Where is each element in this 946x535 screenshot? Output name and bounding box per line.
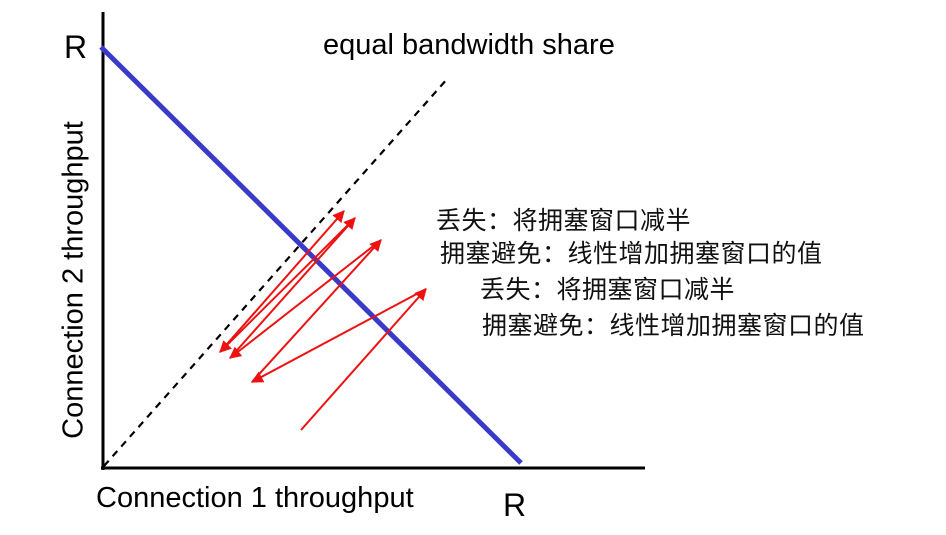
trajectory-arrow-5	[229, 217, 356, 359]
equal-share-line	[103, 77, 449, 467]
trajectory-arrow-7	[219, 210, 345, 353]
annotation-loss-halve-window: 丢失：将拥塞窗口减半	[480, 275, 736, 304]
throughput-trajectory	[219, 210, 427, 431]
equal-share-label: equal bandwidth share	[323, 29, 615, 61]
y-axis-max-label: R	[64, 29, 88, 65]
trajectory-arrow-1	[300, 288, 427, 431]
trajectory-arrow-6	[219, 217, 356, 353]
x-axis-max-label: R	[503, 487, 527, 523]
annotation-congestion-avoidance: 拥塞避免：线性增加拥塞窗口的值	[482, 311, 865, 340]
trajectory-arrow-3	[251, 239, 382, 383]
capacity-line	[99, 45, 523, 465]
trajectory-arrow-4	[229, 239, 382, 359]
annotation-loss-halve-window: 丢失：将拥塞窗口减半	[436, 206, 692, 235]
annotation-congestion-avoidance: 拥塞避免：线性增加拥塞窗口的值	[440, 239, 823, 268]
x-axis-label: Connection 1 throughput	[96, 482, 414, 514]
y-axis-label: Connection 2 throughput	[57, 121, 90, 439]
trajectory-arrow-2	[250, 288, 427, 383]
